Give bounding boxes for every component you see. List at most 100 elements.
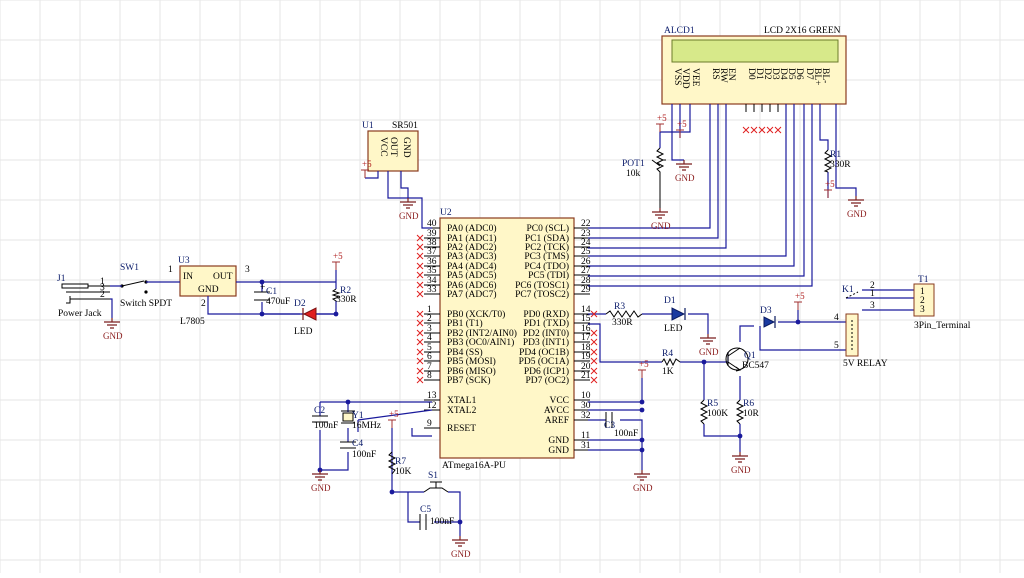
r2-value: 330R [336, 295, 357, 305]
regulator-component[interactable]: U3 IN OUT GND L7805 1 3 2 [168, 256, 250, 327]
mcu-right-pin-num: 30 [581, 401, 591, 411]
mcu-right-pin-name: PC4 (TDO) [524, 261, 569, 272]
mcu-left-pin-name: PA2 (ADC2) [447, 242, 497, 253]
r6-value: 10R [743, 409, 760, 419]
mcu-left-pin-name: PA6 (ADC6) [447, 280, 497, 291]
lcd-pin-label: VDD [680, 68, 690, 89]
mcu-left-pin-name: PB4 (SS) [447, 347, 483, 358]
resistor-r7[interactable]: R7 10K [387, 451, 412, 477]
capacitor-c2[interactable]: C2 100nF [312, 406, 338, 431]
resistor-r6[interactable]: R6 10R [735, 399, 760, 425]
potentiometer-pot1[interactable]: POT1 10k [622, 147, 666, 208]
mcu-right-pin-num: 23 [581, 229, 591, 239]
mcu-left-pin-num: 12 [427, 401, 437, 411]
no-connect-mark [590, 348, 598, 356]
no-connect-mark [590, 329, 598, 337]
d1-ref: D1 [664, 296, 676, 306]
t1-ref: T1 [918, 275, 929, 285]
k1-pin-1: 1 [870, 289, 875, 299]
t1-pin-2: 2 [920, 296, 925, 306]
r1-value: 330R [830, 160, 851, 170]
mcu-right-pin-name: VCC [549, 396, 569, 406]
gnd-label: GND [103, 331, 123, 341]
mcu-left-pin-name: PB3 (OC0/AIN1) [447, 337, 514, 348]
mcu-left-pin-num: 38 [427, 238, 437, 248]
k1-pin-5: 5 [834, 341, 839, 351]
power-symbols: +5+5+5+5+5+5+5+5 [332, 113, 835, 428]
resistor-r5[interactable]: R5 100K [699, 399, 728, 425]
vcc-symbol [638, 369, 646, 378]
regulator-value: L7805 [180, 317, 205, 327]
vcc-label: +5 [389, 409, 399, 419]
d1-value: LED [664, 324, 683, 334]
mcu-left-pin-num: 3 [427, 324, 432, 334]
lcd-pin-label: EN [726, 68, 736, 81]
crystal-y1[interactable]: Y1 16MHz [341, 410, 381, 431]
no-connect-mark [416, 357, 424, 365]
mcu-right-pin-num: 20 [581, 362, 591, 372]
mcu-right-pin-name: PC7 (TOSC2) [515, 289, 569, 300]
transistor-q1[interactable]: Q1 BC547 [725, 347, 769, 372]
mcu-right-pin-num: 22 [581, 219, 591, 229]
mcu-right-pin-name: PC0 (SCL) [527, 223, 570, 234]
mcu-right-pin-num: 32 [581, 411, 591, 421]
mcu-right-pin-name: PD1 (TXD) [524, 318, 569, 329]
pir-body [367, 130, 419, 172]
no-connect-marks [416, 126, 782, 384]
no-connect-mark [590, 357, 598, 365]
mcu-left-pin-name: PB5 (MOSI) [447, 356, 496, 367]
regulator-ref: U3 [178, 256, 190, 266]
vcc-label: +5 [333, 251, 343, 261]
lcd-pin-label: D2 [762, 68, 772, 80]
capacitor-c3[interactable]: C3 100nF [604, 412, 638, 439]
c5-value: 100nF [430, 517, 454, 527]
q1-value: BC547 [742, 361, 769, 371]
switch-sw1[interactable]: SW1 Switch SPDT [120, 263, 172, 309]
c5-ref: C5 [420, 505, 431, 515]
resistor-r2[interactable]: R2 330R [331, 286, 357, 305]
led-d1[interactable]: D1 LED [664, 296, 686, 334]
regulator-in-label: IN [183, 272, 193, 282]
gnd-symbol [104, 318, 120, 329]
no-connect-mark [416, 319, 424, 327]
regulator-gnd-label: GND [198, 285, 219, 295]
capacitor-c4[interactable]: C4 100nF [340, 439, 376, 460]
jack-ref: J1 [57, 274, 66, 284]
capacitor-c1[interactable]: + C1 470uF [254, 283, 290, 307]
pushbutton-s1[interactable]: S1 [423, 471, 449, 493]
mcu-left-pin-name: PB0 (XCK/T0) [447, 309, 505, 320]
gnd-symbol [312, 470, 328, 481]
gnd-label: GND [675, 173, 695, 183]
vcc-label: +5 [825, 179, 835, 189]
r4-ref: R4 [662, 349, 673, 359]
r2-ref: R2 [340, 286, 351, 296]
r4-value: 1K [662, 367, 674, 377]
lcd-pin-label: D3 [770, 68, 780, 80]
mcu-left-pin-name: PA7 (ADC7) [447, 289, 497, 300]
d3-ref: D3 [760, 306, 772, 316]
resistor-r3[interactable]: R3 330R [605, 302, 643, 328]
mcu-left-pin-name: PB6 (MISO) [447, 366, 496, 377]
no-connect-mark [766, 126, 774, 134]
terminal-t1[interactable]: T1 3Pin_Terminal 1 2 3 [913, 275, 971, 331]
mcu-right-pin-name: PD0 (RXD) [523, 309, 569, 320]
mcu-right-pin-name: PC6 (TOSC1) [515, 280, 569, 291]
gnd-label: GND [847, 209, 867, 219]
c1-ref: C1 [266, 287, 277, 297]
resistor-r4[interactable]: R4 1K [661, 349, 681, 377]
led-d2[interactable]: D2 LED [294, 299, 317, 337]
vcc-symbol [361, 169, 369, 178]
diode-d3[interactable]: D3 [760, 306, 776, 328]
resistor-r1[interactable]: R1 330R [823, 149, 851, 173]
lcd-pin-label: BL- [820, 68, 830, 83]
power-jack-component[interactable]: J1 Power Jack 1 3 2 [57, 274, 110, 319]
capacitor-c5[interactable]: C5 100nF [419, 505, 454, 530]
relay-k1[interactable]: K1 5V RELAY 2 1 3 4 5 [834, 281, 888, 369]
mcu-left-pin-name: XTAL2 [447, 406, 477, 416]
jack-value: Power Jack [58, 309, 102, 319]
